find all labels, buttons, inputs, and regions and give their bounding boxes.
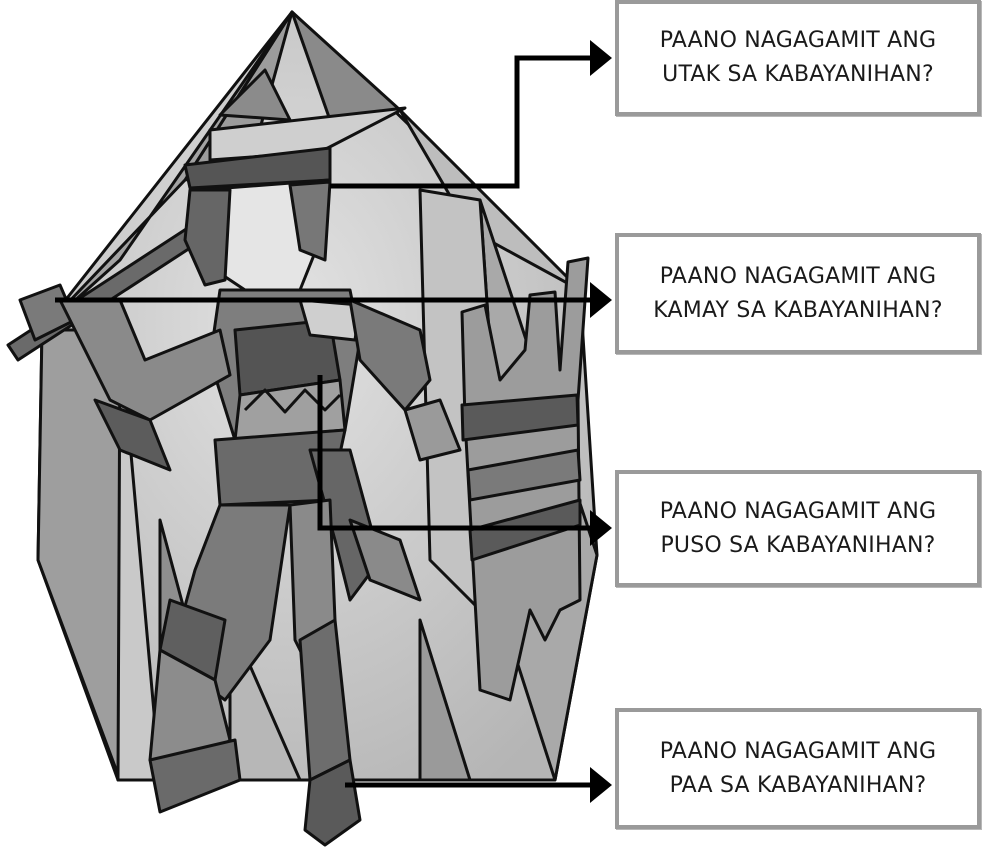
label-puso-line2: PUSO SA KABAYANIHAN? xyxy=(660,529,935,563)
arrowhead-kamay xyxy=(590,282,612,318)
label-utak-line1: PAANO NAGAGAMIT ANG xyxy=(660,24,937,58)
arrowhead-utak xyxy=(590,40,612,76)
label-puso-line1: PAANO NAGAGAMIT ANG xyxy=(660,495,937,529)
arrowhead-puso xyxy=(590,510,612,546)
label-paa-line1: PAANO NAGAGAMIT ANG xyxy=(660,735,937,769)
label-kamay-line1: PAANO NAGAGAMIT ANG xyxy=(660,260,937,294)
label-box-utak: PAANO NAGAGAMIT ANG UTAK SA KABAYANIHAN? xyxy=(615,0,981,116)
label-box-puso: PAANO NAGAGAMIT ANG PUSO SA KABAYANIHAN? xyxy=(615,470,981,587)
label-box-paa: PAANO NAGAGAMIT ANG PAA SA KABAYANIHAN? xyxy=(615,708,981,829)
label-paa-line2: PAA SA KABAYANIHAN? xyxy=(670,769,927,803)
label-kamay-line2: KAMAY SA KABAYANIHAN? xyxy=(653,294,942,328)
label-utak-line2: UTAK SA KABAYANIHAN? xyxy=(662,58,934,92)
label-box-kamay: PAANO NAGAGAMIT ANG KAMAY SA KABAYANIHAN… xyxy=(615,233,981,354)
arrowhead-paa xyxy=(590,767,612,803)
